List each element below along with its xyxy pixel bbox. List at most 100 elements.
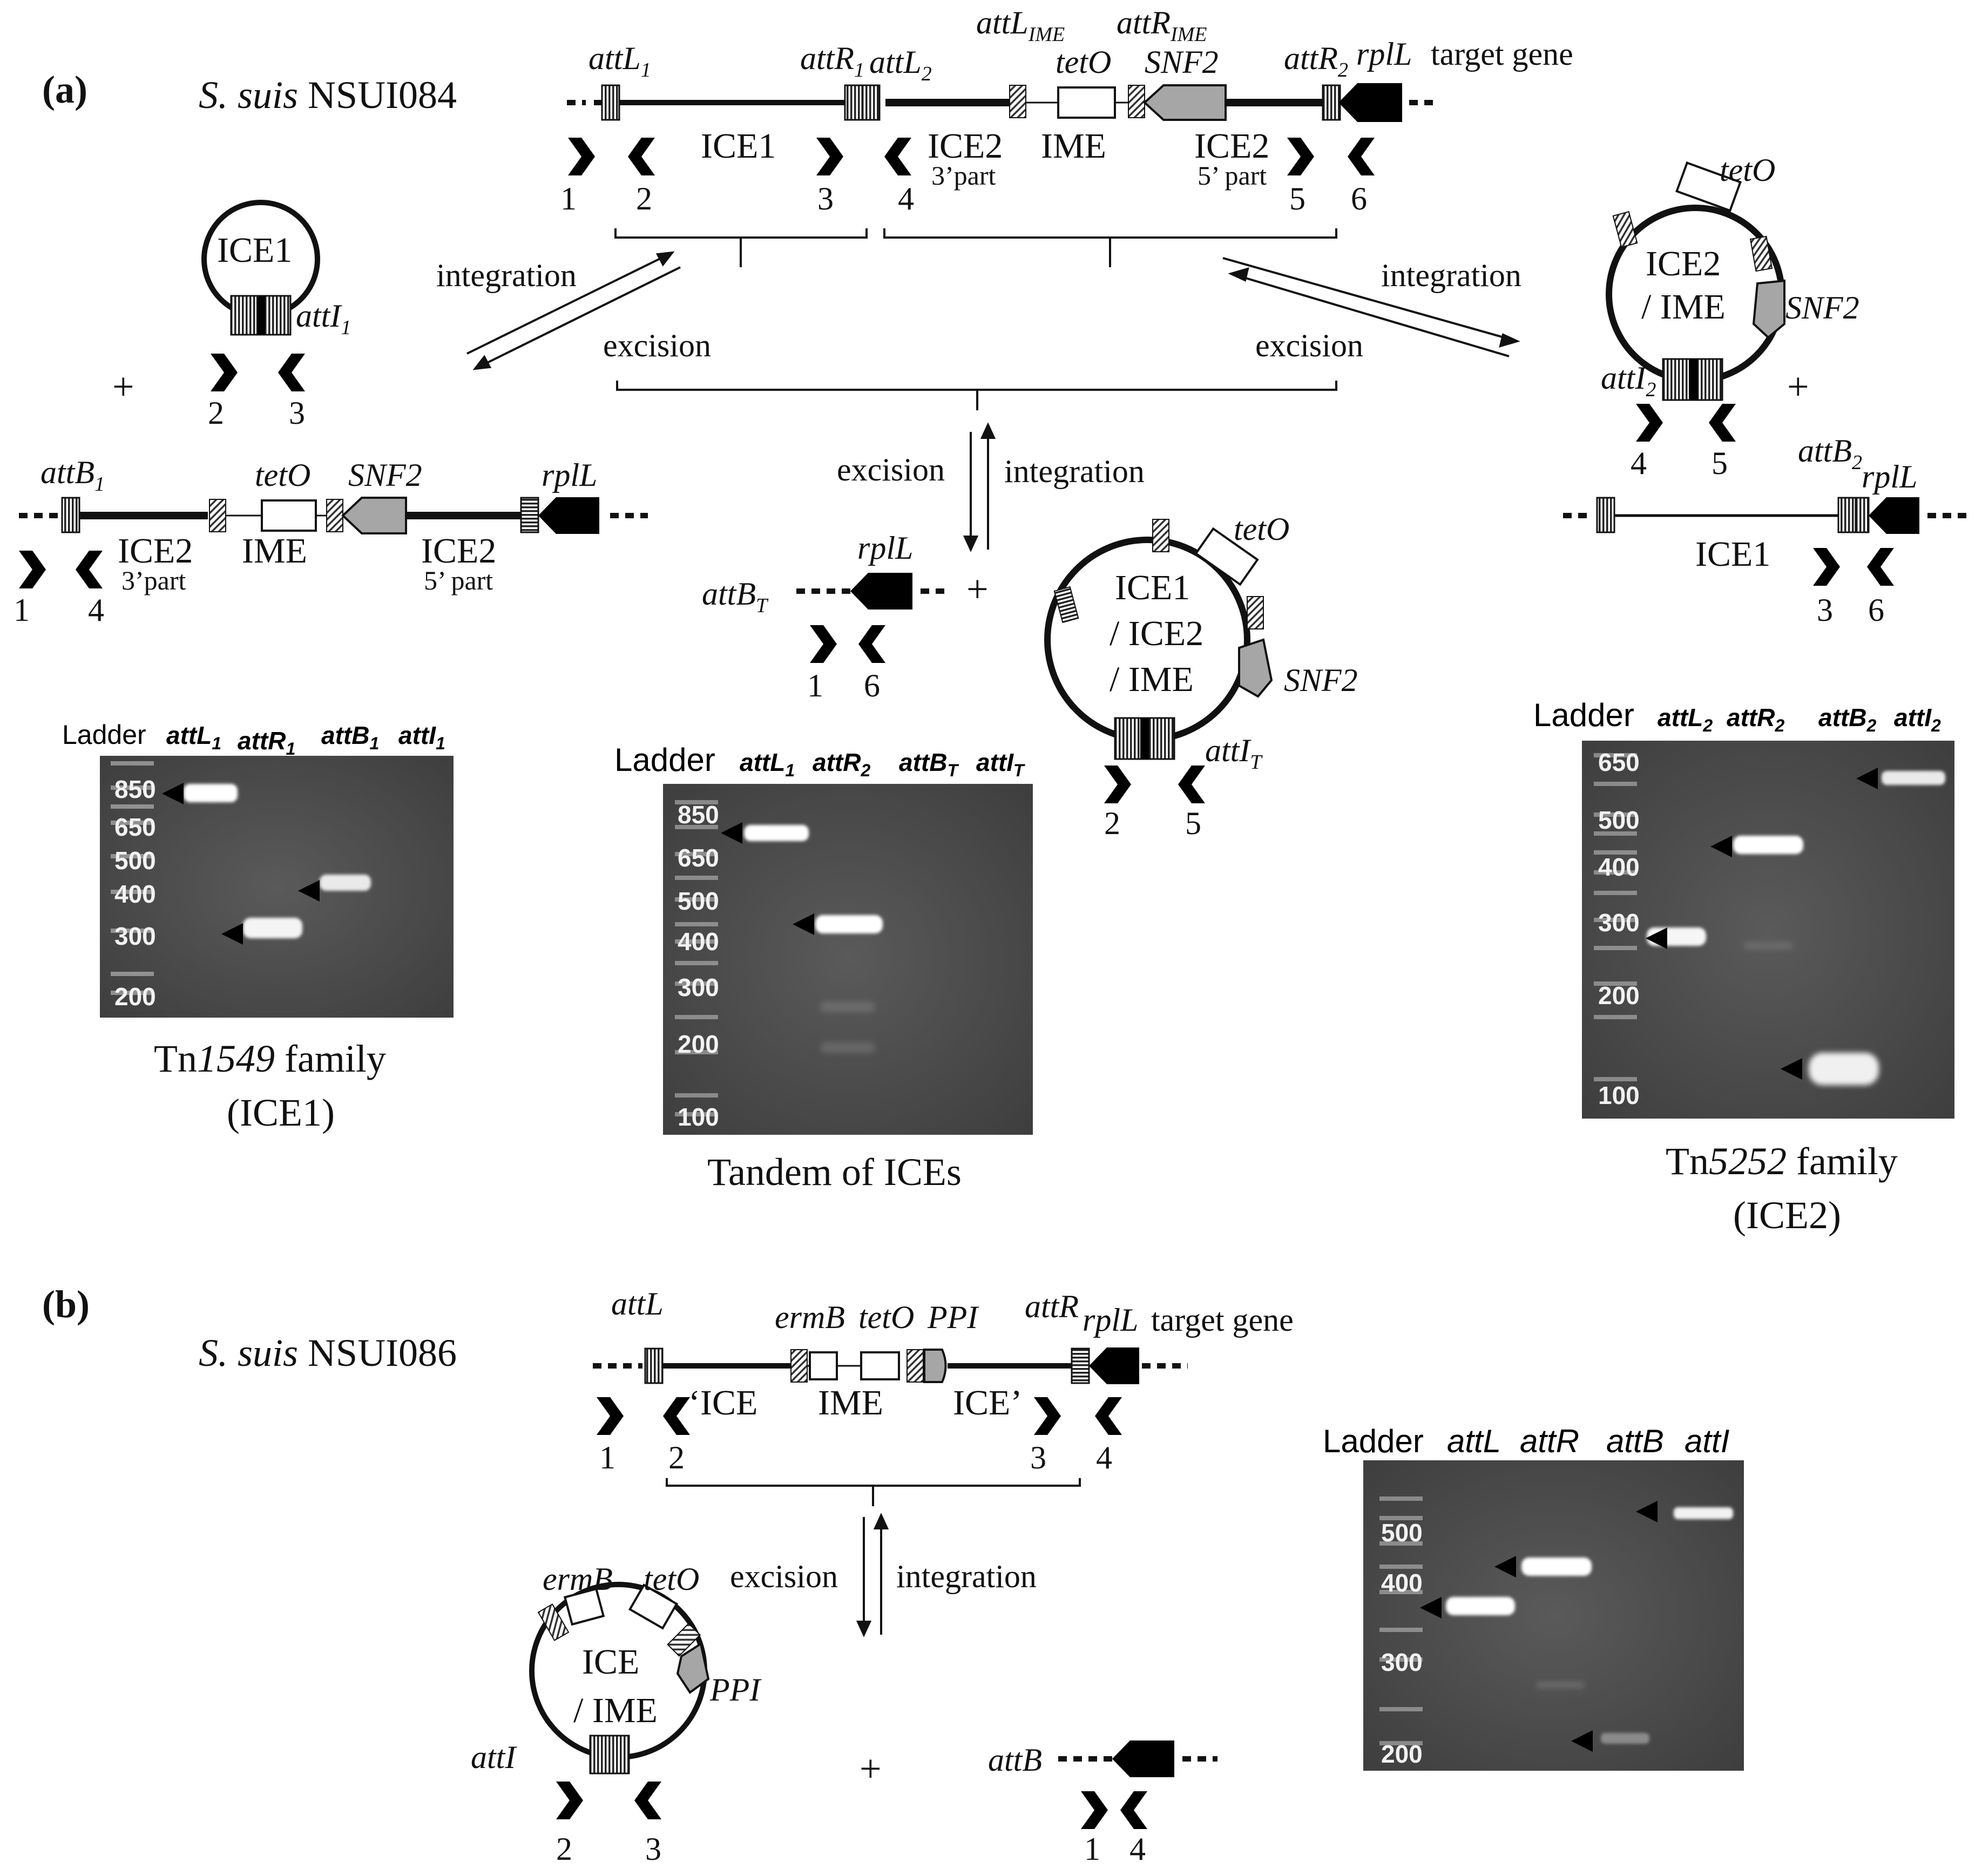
ice-right-label-b: ICE’ (953, 1383, 1022, 1423)
target-gene-label: target gene (1431, 36, 1573, 72)
attL-ime-label: attLIME (976, 5, 1065, 46)
arrows-b (856, 1513, 889, 1637)
gel3-size-4: 300 (1598, 909, 1640, 937)
rplL-label-left: rplL (542, 457, 597, 493)
primer-label-bb1: 1 (1084, 1831, 1100, 1867)
primer-label-bb4: 4 (1129, 1831, 1146, 1867)
rplL-label: rplL (1356, 36, 1412, 72)
primer-label-r5: 5 (1712, 445, 1728, 481)
attR-ime-site (1128, 85, 1145, 118)
tetO-label: tetO (1056, 44, 1111, 80)
top-gene-map-a (567, 83, 1436, 122)
primer-label-bc2: 2 (556, 1831, 572, 1867)
tandem-circle-line2: / ICE2 (1110, 614, 1203, 653)
primers-left-chrom (19, 551, 103, 588)
primer-label-r3: 3 (1817, 592, 1833, 628)
primers-tandem-circle (1104, 766, 1205, 803)
ime-label-b: IME (818, 1383, 883, 1423)
ice1-circle (201, 200, 320, 336)
gelb-band-markers (1420, 1501, 1658, 1752)
primer-5-fwd (1287, 138, 1314, 175)
gel3-size-3: 400 (1598, 853, 1640, 881)
integration-label-right: integration (1381, 258, 1521, 293)
primer-label-ct6: 6 (864, 668, 880, 703)
chrom-b (1058, 1740, 1217, 1777)
target-gene-label-b: target gene (1151, 1302, 1294, 1338)
gel2-size-6: 200 (678, 1030, 719, 1058)
attR2-site (1322, 84, 1341, 121)
primer-label-4: 4 (898, 181, 914, 216)
rplL-label-b: rplL (1083, 1302, 1138, 1338)
gel1-size-3: 500 (114, 846, 156, 875)
tandem-circle-line3: / IME (1110, 660, 1194, 699)
tetO-label-center: tetO (1234, 511, 1289, 547)
gel1-size-2: 650 (114, 813, 156, 841)
gel2-band-markers (721, 822, 814, 935)
primer-label-ct1: 1 (807, 668, 823, 703)
ime-label: IME (1041, 126, 1106, 166)
strain-a: S. suis NSUI084 (199, 73, 457, 117)
gelb-lane-2: attR (1520, 1423, 1579, 1459)
brackets-a (614, 228, 1337, 410)
rplL-label-right: rplL (1862, 459, 1917, 495)
primer-label-5: 5 (1289, 181, 1305, 216)
attB2-label: attB2 (1798, 433, 1862, 474)
gel3-caption-2: (ICE2) (1733, 1194, 1841, 1237)
primer-label-l4: 4 (88, 592, 104, 628)
primer-label-b3: 3 (1030, 1440, 1046, 1475)
attL2-site (861, 84, 881, 121)
primers-circle-b (556, 1782, 661, 1819)
strain-b: S. suis NSUI086 (199, 1331, 457, 1374)
tandem-circle (1044, 519, 1273, 760)
ice1-label-right: ICE1 (1695, 534, 1770, 574)
SNF2-gene-arrow (1143, 84, 1227, 121)
ice-ime-circle-line1: ICE (582, 1642, 639, 1682)
SNF2-label-left: SNF2 (348, 457, 422, 493)
gel2-lane-4: attIT (976, 748, 1025, 780)
primers-top-b (597, 1397, 1122, 1435)
gel1-lane-4: attI1 (398, 721, 445, 753)
primer-label-bc3: 3 (645, 1831, 661, 1867)
primer-label-t5: 5 (1185, 805, 1201, 841)
gel3-lane-2: attR2 (1727, 703, 1784, 735)
gel1-lane-3: attB1 (321, 721, 379, 753)
primer-label-c3: 3 (289, 395, 305, 431)
gel2-size-1: 850 (678, 801, 719, 829)
gel3-lane-4: attI2 (1894, 703, 1941, 735)
gel2-size-4: 400 (678, 927, 719, 956)
gel1-image (100, 756, 454, 1018)
top-gene-map-b (593, 1347, 1188, 1384)
ime-label-left: IME (242, 531, 307, 571)
rplL-label-center: rplL (857, 530, 913, 566)
SNF2-label: SNF2 (1145, 44, 1219, 80)
gel1-caption-1: Tn1549 family (154, 1037, 386, 1080)
SNF2-label-right: SNF2 (1785, 290, 1859, 326)
primer-label-r4: 4 (1631, 445, 1647, 481)
attI2-label: attI2 (1601, 360, 1656, 401)
gel3-image (1582, 741, 1954, 1119)
attI1-label: attI1 (296, 298, 351, 339)
gel1-size-6: 200 (114, 983, 156, 1011)
gel1-size-4: 400 (114, 880, 156, 908)
gelb-size-1: 500 (1381, 1519, 1423, 1547)
tetO-label-b: tetO (858, 1299, 914, 1335)
primer-label-b4: 4 (1096, 1440, 1112, 1475)
gel1-lane-2: attR1 (238, 727, 295, 758)
primer-label-r6: 6 (1868, 592, 1884, 628)
primers-chrom-b (1081, 1791, 1147, 1829)
gel3-size-2: 500 (1598, 806, 1640, 834)
gel3-lane-1: attL2 (1658, 703, 1713, 735)
ice1-circle-label: ICE1 (217, 231, 292, 270)
gelb-lane-4: attI (1685, 1423, 1729, 1459)
primer-4-rev (884, 138, 911, 175)
ice2-circle-line2: / IME (1641, 287, 1726, 327)
gel2-lane-2: attR2 (813, 748, 870, 780)
primer-label-t2: 2 (1104, 805, 1120, 841)
attL-ime-site (1009, 85, 1026, 118)
attL2-label: attL2 (869, 44, 932, 85)
